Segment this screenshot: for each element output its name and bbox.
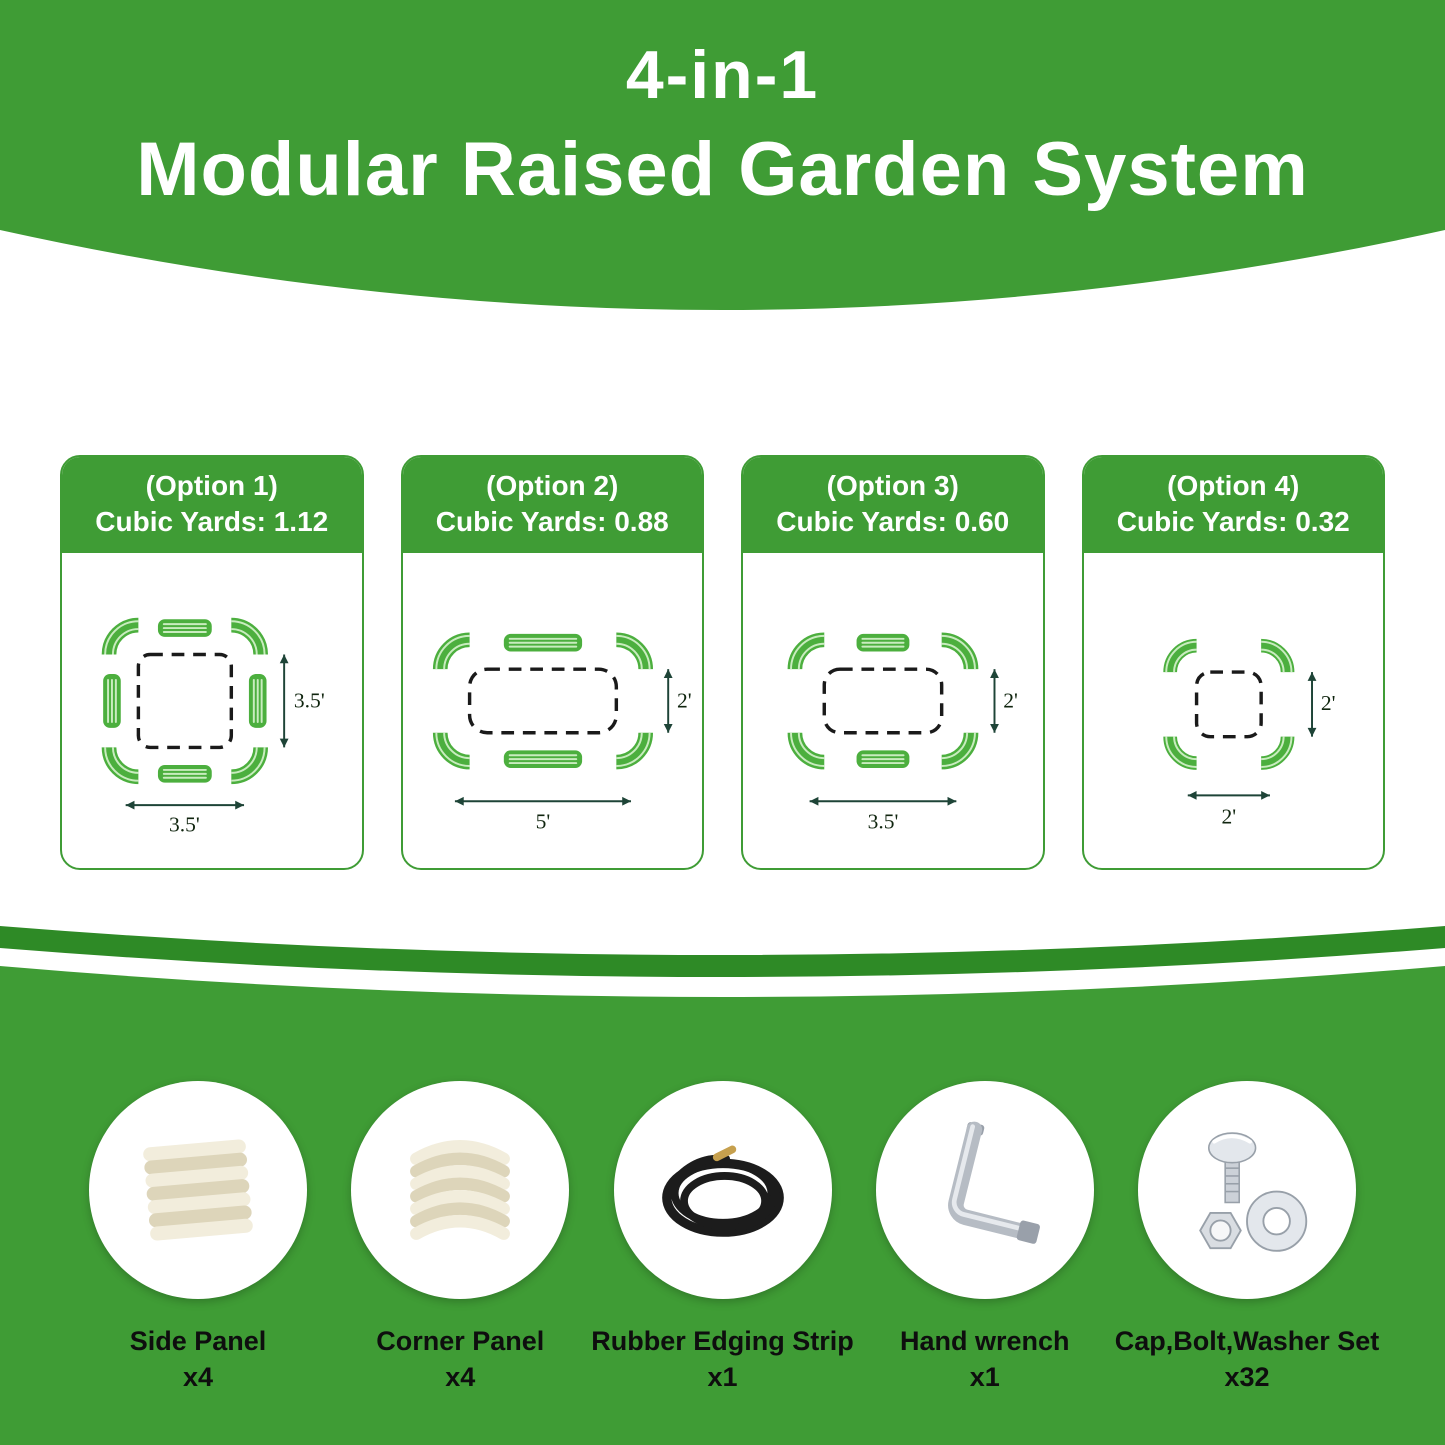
width-label: 3.5' bbox=[169, 812, 200, 835]
bed-outline bbox=[1194, 670, 1263, 739]
option-3-header: (Option 3) Cubic Yards: 0.60 bbox=[743, 457, 1043, 553]
part-label: Corner Panel x4 bbox=[376, 1323, 544, 1396]
part-corner-panel: Corner Panel x4 bbox=[348, 1081, 572, 1396]
part-side-panel: Side Panel x4 bbox=[86, 1081, 310, 1396]
height-dimension-arrow: 2' bbox=[663, 668, 691, 733]
part-photo-circle bbox=[351, 1081, 570, 1299]
option-4-diagram: 2' 2' bbox=[1162, 638, 1335, 828]
side-panel-pieces bbox=[856, 633, 910, 768]
part-qty: x1 bbox=[707, 1362, 738, 1393]
width-dimension-arrow: 5' bbox=[454, 796, 631, 833]
bed-outline bbox=[822, 667, 944, 735]
width-dimension-arrow: 2' bbox=[1187, 790, 1270, 828]
width-label: 5' bbox=[535, 809, 550, 833]
hand-wrench-icon bbox=[947, 1121, 1040, 1244]
option-card-4: (Option 4) Cubic Yards: 0.32 2' bbox=[1081, 455, 1385, 870]
height-label: 2' bbox=[676, 688, 691, 712]
width-dimension-arrow: 3.5' bbox=[125, 800, 245, 835]
height-dimension-arrow: 2' bbox=[990, 668, 1018, 733]
option-3-cubic-yards: Cubic Yards: 0.60 bbox=[776, 506, 1010, 537]
width-label: 3.5' bbox=[868, 809, 899, 833]
parts-section: Side Panel x4 bbox=[0, 920, 1445, 1445]
hero-green-banner bbox=[0, 0, 1445, 310]
part-name: Cap,Bolt,Washer Set bbox=[1114, 1326, 1380, 1356]
part-rubber-edging-strip: Rubber Edging Strip x1 bbox=[591, 1081, 854, 1396]
height-dimension-arrow: 3.5' bbox=[279, 654, 325, 748]
bolt-washer-set-icon bbox=[1199, 1132, 1308, 1252]
option-3-title: (Option 3) bbox=[826, 470, 959, 501]
part-name: Rubber Edging Strip bbox=[591, 1326, 854, 1356]
option-1-title: (Option 1) bbox=[145, 470, 278, 501]
height-label: 2' bbox=[1003, 688, 1018, 712]
part-label: Cap,Bolt,Washer Set x32 bbox=[1115, 1323, 1380, 1396]
part-photo-circle bbox=[875, 1081, 1094, 1299]
rubber-edging-strip-icon bbox=[661, 1145, 784, 1237]
option-4-title: (Option 4) bbox=[1167, 470, 1300, 501]
part-name: Corner Panel bbox=[376, 1326, 545, 1356]
corner-panel-pieces bbox=[1162, 638, 1294, 770]
part-name: Hand wrench bbox=[899, 1326, 1070, 1356]
part-label: Rubber Edging Strip x1 bbox=[591, 1323, 854, 1396]
option-2-cubic-yards: Cubic Yards: 0.88 bbox=[435, 506, 669, 537]
option-cards-row: (Option 1) Cubic Yards: 1.12 bbox=[60, 455, 1385, 870]
corner-panel-pieces bbox=[101, 617, 269, 784]
part-photo-circle bbox=[1138, 1081, 1356, 1299]
height-dimension-arrow: 2' bbox=[1307, 671, 1335, 737]
part-hand-wrench: Hand wrench x1 bbox=[873, 1081, 1097, 1396]
option-1-header: (Option 1) Cubic Yards: 1.12 bbox=[62, 457, 362, 553]
part-label: Hand wrench x1 bbox=[900, 1323, 1070, 1396]
part-qty: x32 bbox=[1224, 1362, 1270, 1393]
nut bbox=[1199, 1211, 1242, 1250]
option-3-diagram: 2' 3.5' bbox=[787, 632, 1018, 833]
side-panel-icon bbox=[143, 1139, 253, 1241]
option-4-body: 2' 2' bbox=[1084, 553, 1384, 868]
bed-outline bbox=[136, 652, 234, 749]
part-qty: x1 bbox=[969, 1362, 1000, 1393]
hero-title: 4-in-1 Modular Raised Garden System bbox=[0, 36, 1445, 213]
option-1-body: 3.5' 3.5' bbox=[62, 553, 362, 868]
washer bbox=[1246, 1190, 1308, 1252]
bed-outline bbox=[467, 667, 618, 735]
bolt bbox=[1208, 1132, 1257, 1204]
corner-panel-pieces bbox=[432, 632, 653, 770]
part-bolt-washer-set: Cap,Bolt,Washer Set x32 bbox=[1115, 1081, 1379, 1396]
option-2-title: (Option 2) bbox=[486, 470, 619, 501]
width-dimension-arrow: 3.5' bbox=[809, 796, 957, 833]
part-qty: x4 bbox=[182, 1362, 214, 1393]
option-card-2: (Option 2) Cubic Yards: 0.88 bbox=[400, 455, 704, 870]
side-panel-pieces bbox=[503, 633, 582, 768]
option-card-1: (Option 1) Cubic Yards: 1.12 bbox=[60, 455, 364, 870]
option-3-body: 2' 3.5' bbox=[743, 553, 1043, 868]
option-1-cubic-yards: Cubic Yards: 1.12 bbox=[95, 506, 329, 537]
option-4-cubic-yards: Cubic Yards: 0.32 bbox=[1116, 506, 1350, 537]
part-qty: x4 bbox=[445, 1362, 476, 1393]
part-name: Side Panel bbox=[129, 1326, 267, 1356]
option-card-3: (Option 3) Cubic Yards: 0.60 bbox=[741, 455, 1045, 870]
corner-panel-pieces bbox=[787, 632, 979, 770]
option-4-header: (Option 4) Cubic Yards: 0.32 bbox=[1083, 457, 1383, 553]
hero-title-line2: Modular Raised Garden System bbox=[136, 127, 1309, 212]
option-1-diagram: 3.5' 3.5' bbox=[101, 617, 325, 835]
parts-row: Side Panel x4 bbox=[0, 1081, 1445, 1396]
option-2-diagram: 2' 5' bbox=[432, 632, 691, 833]
hero-title-line1: 4-in-1 bbox=[625, 37, 820, 113]
part-photo-circle bbox=[89, 1081, 307, 1299]
width-label: 2' bbox=[1221, 804, 1236, 828]
option-2-header: (Option 2) Cubic Yards: 0.88 bbox=[402, 457, 702, 553]
height-label: 3.5' bbox=[294, 688, 325, 712]
part-label: Side Panel x4 bbox=[130, 1323, 267, 1396]
cable-tie bbox=[712, 1145, 736, 1162]
curved-divider bbox=[0, 926, 1445, 1050]
corner-panel-icon bbox=[410, 1140, 511, 1240]
option-2-body: 2' 5' bbox=[403, 553, 703, 868]
side-panel-pieces bbox=[103, 619, 267, 783]
height-label: 2' bbox=[1320, 691, 1335, 715]
part-photo-circle bbox=[613, 1081, 832, 1299]
